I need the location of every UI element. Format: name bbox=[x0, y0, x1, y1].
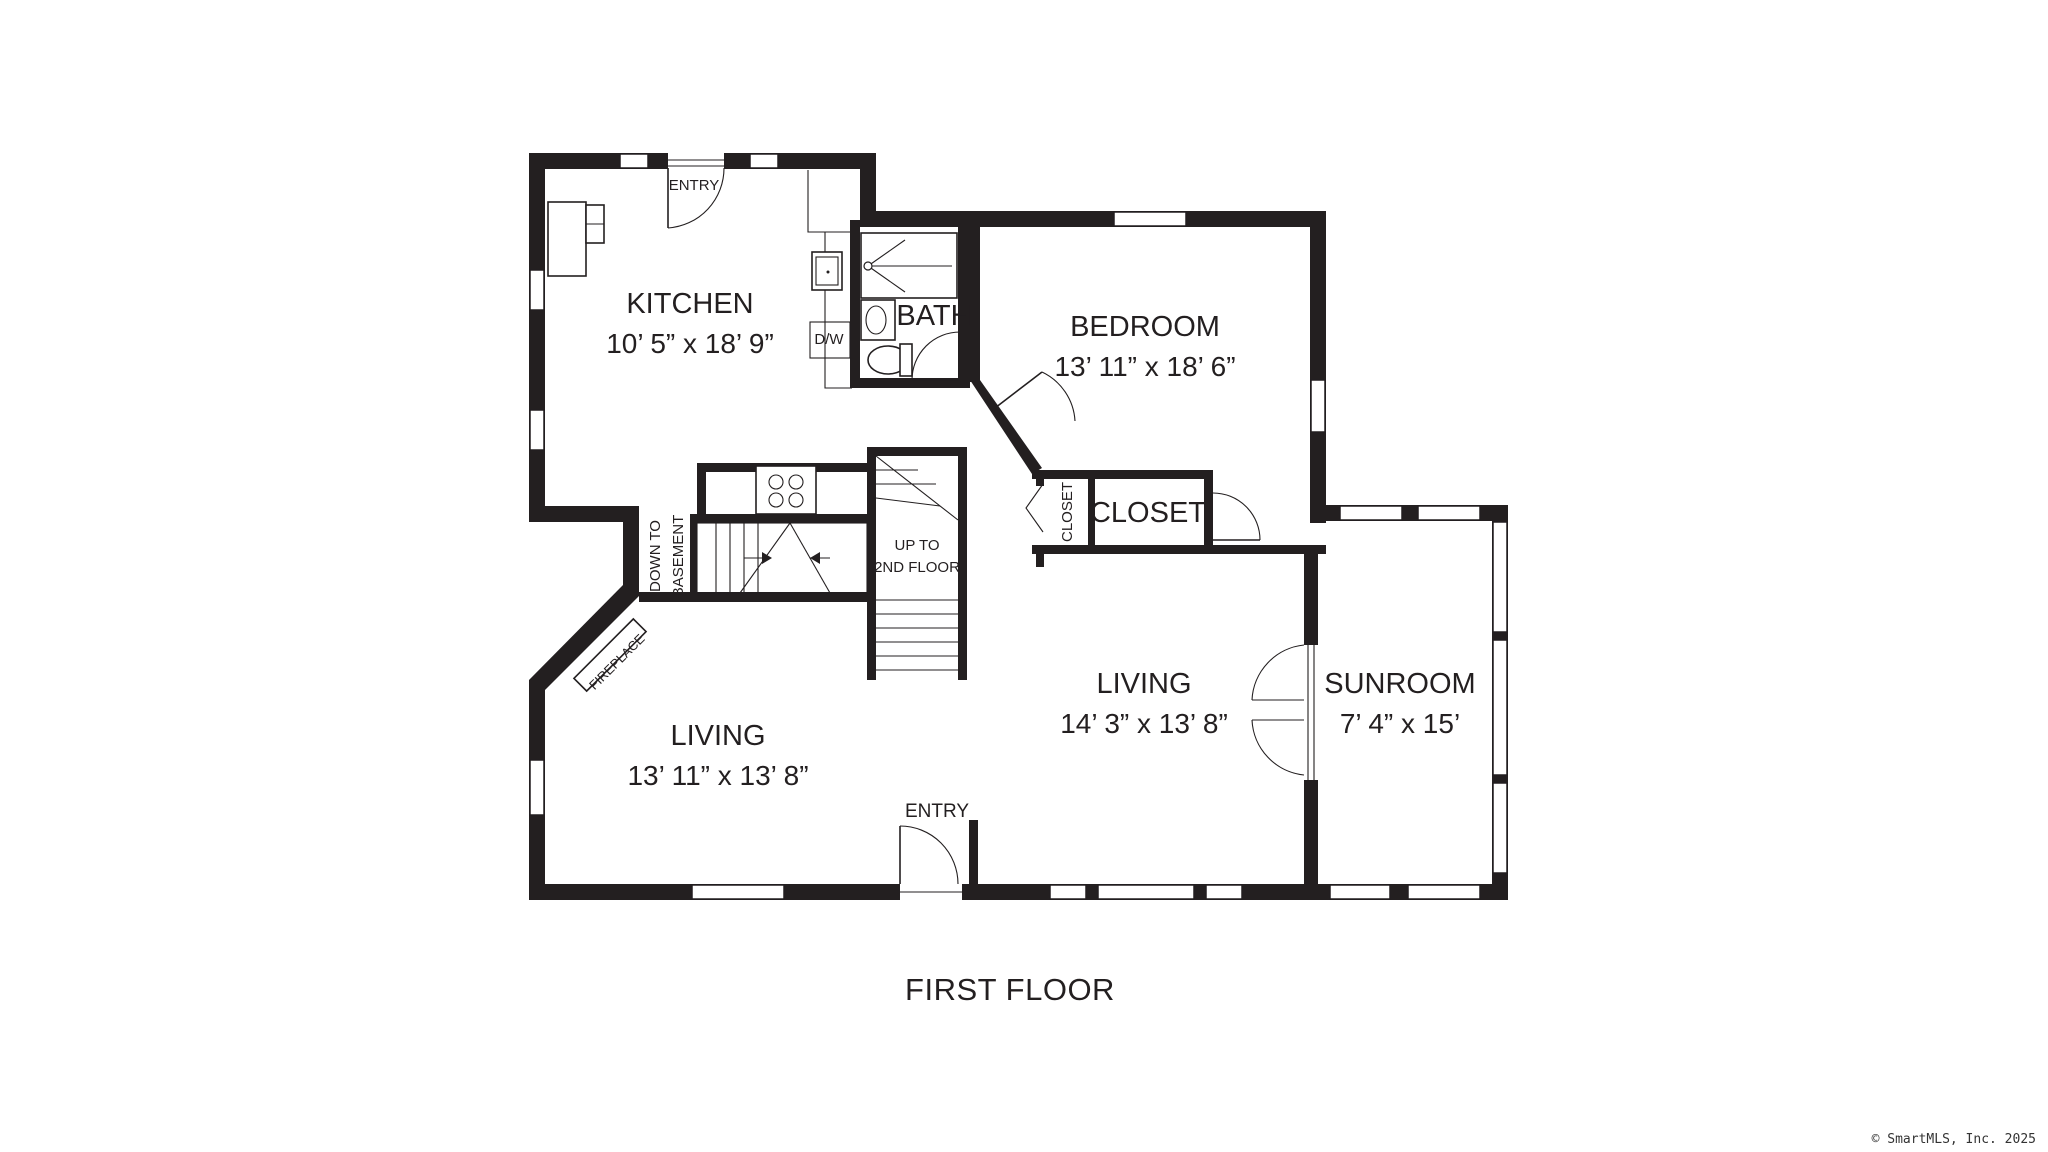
copyright-text: © SmartMLS, Inc. 2025 bbox=[1872, 1132, 2036, 1147]
kitchen-dims: 10’ 5” x 18’ 9” bbox=[606, 328, 774, 359]
up-to-2nd-label-1: UP TO bbox=[894, 537, 939, 554]
down-to-basement-label-2: BASEMENT bbox=[670, 515, 687, 598]
bedroom-name: BEDROOM bbox=[1070, 311, 1220, 343]
fixtures bbox=[547, 170, 959, 693]
bath-name: BATH bbox=[896, 300, 971, 332]
entry-bottom-label: ENTRY bbox=[905, 801, 969, 822]
doors bbox=[667, 152, 1317, 901]
dishwasher-label: D/W bbox=[814, 331, 844, 348]
sunroom-dims: 7’ 4” x 15’ bbox=[1340, 708, 1460, 739]
living-left-dims: 13’ 11” x 13’ 8” bbox=[627, 760, 808, 791]
sunroom-name: SUNROOM bbox=[1324, 668, 1475, 700]
room-labels: KITCHEN 10’ 5” x 18’ 9” BATH BEDROOM 13’… bbox=[606, 288, 1476, 791]
floor-caption: FIRST FLOOR bbox=[905, 972, 1115, 1007]
living-right-name: LIVING bbox=[1096, 668, 1191, 700]
windows bbox=[529, 153, 1508, 900]
stairs-up bbox=[875, 455, 959, 671]
living-left-name: LIVING bbox=[670, 720, 765, 752]
closet-small-name: CLOSET bbox=[1059, 482, 1076, 542]
up-to-2nd-label-2: 2ND FLOOR bbox=[874, 559, 960, 576]
basement-stairs bbox=[696, 522, 868, 594]
entry-top-label: ENTRY bbox=[669, 177, 720, 194]
kitchen-name: KITCHEN bbox=[626, 288, 753, 320]
bedroom-dims: 13’ 11” x 18’ 6” bbox=[1054, 351, 1235, 382]
living-right-dims: 14’ 3” x 13’ 8” bbox=[1060, 708, 1228, 739]
closet-name: CLOSET bbox=[1090, 497, 1206, 529]
down-to-basement-label-1: DOWN TO bbox=[647, 520, 664, 592]
